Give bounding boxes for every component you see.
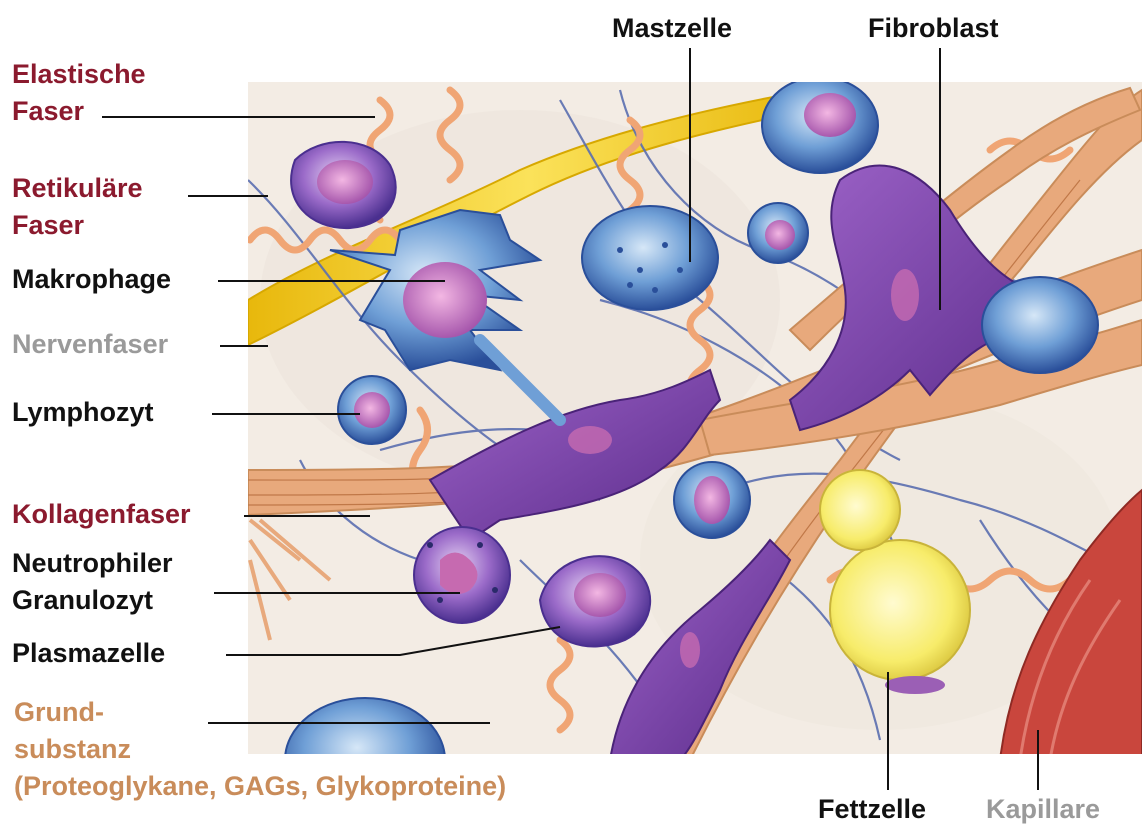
label-grundsubstanz-line-2: substanz [14, 731, 506, 768]
label-neutrophiler-granulozyt-line-1: Neutrophiler [12, 545, 173, 582]
label-kapillare: Kapillare [986, 791, 1100, 828]
label-grundsubstanz-line-3: (Proteoglykane, GAGs, Glykoproteine) [14, 768, 506, 805]
label-kollagenfaser: Kollagenfaser [12, 496, 191, 533]
label-nervenfaser: Nervenfaser [12, 326, 168, 363]
label-neutrophiler-granulozyt-line-2: Granulozyt [12, 582, 173, 619]
label-elastische-faser-line-1: Elastische [12, 56, 146, 93]
granulocyte-cell-2 [674, 462, 750, 538]
label-fibroblast: Fibroblast [868, 10, 999, 47]
label-mastzelle: Mastzelle [612, 10, 732, 47]
label-elastische-faser-line-2: Faser [12, 93, 146, 130]
label-grundsubstanz: Grund- substanz (Proteoglykane, GAGs, Gl… [14, 694, 506, 805]
lymphocyte-cell-2 [748, 203, 808, 263]
purple-cell-top [291, 142, 396, 228]
label-retikulaere-faser: Retikuläre Faser [12, 170, 143, 244]
label-neutrophiler-granulozyt: Neutrophiler Granulozyt [12, 545, 173, 619]
label-retikulaere-faser-line-2: Faser [12, 207, 143, 244]
label-makrophage: Makrophage [12, 261, 171, 298]
lymphocyte-cell [338, 376, 406, 444]
mast-cell [582, 206, 718, 310]
label-fettzelle: Fettzelle [818, 791, 926, 828]
label-lymphozyt: Lymphozyt [12, 394, 154, 431]
label-plasmazelle: Plasmazelle [12, 635, 165, 672]
blue-cell-right [982, 277, 1098, 373]
label-elastische-faser: Elastische Faser [12, 56, 146, 130]
mast-cell-2 [762, 77, 878, 173]
label-retikulaere-faser-line-1: Retikuläre [12, 170, 143, 207]
label-grundsubstanz-line-1: Grund- [14, 694, 506, 731]
neutrophil-cell [414, 527, 510, 623]
